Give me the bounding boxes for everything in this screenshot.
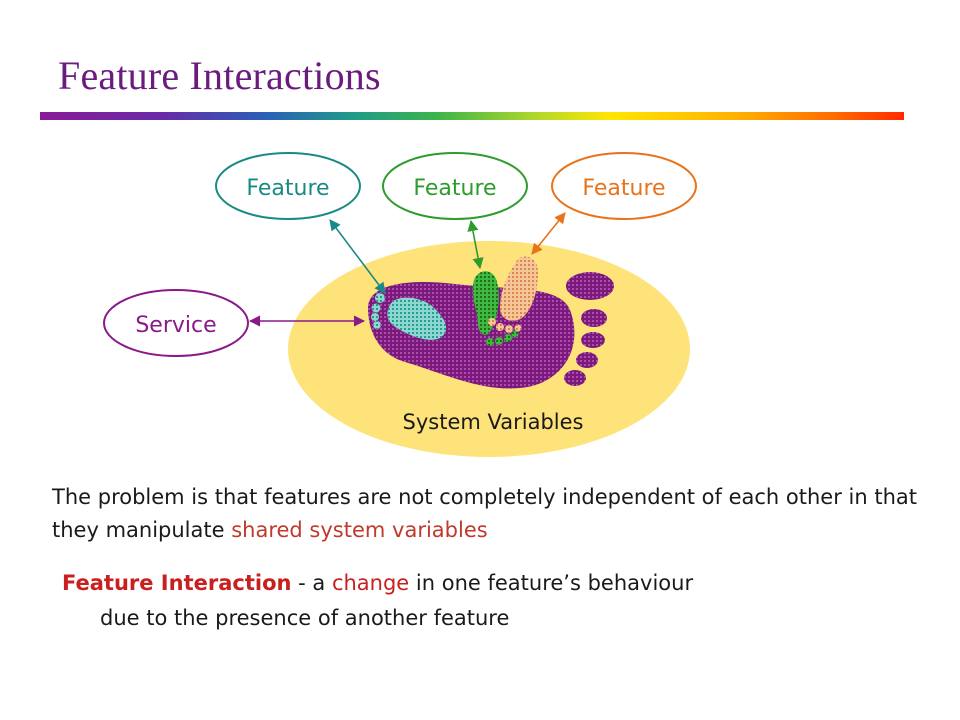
- arrow-feature2-to-footprint: [467, 219, 484, 270]
- system-variables-label: System Variables: [403, 410, 584, 434]
- arrow-feature1-to-service-footprint: [329, 219, 386, 294]
- problem-paragraph: The problem is that features are not com…: [52, 481, 932, 547]
- service-node: Service: [103, 289, 249, 357]
- definition-line1-rest: in one feature’s behaviour: [409, 571, 694, 595]
- definition-change-word: change: [331, 571, 410, 595]
- service-footprint-icon: [371, 293, 447, 340]
- feature-node-1: Feature: [215, 152, 361, 220]
- definition-term: Feature Interaction: [62, 571, 292, 595]
- shared-variables-highlight: shared system variables: [231, 518, 488, 542]
- service-label: Service: [135, 313, 216, 338]
- page-title: Feature Interactions: [58, 53, 381, 98]
- feature-three-footprint-icon: [488, 256, 538, 333]
- feature-label-1: Feature: [246, 176, 329, 201]
- feature-node-2: Feature: [382, 152, 528, 220]
- feature-label-3: Feature: [582, 176, 665, 201]
- feature-interaction-definition: Feature Interaction - a change in one fe…: [62, 566, 922, 636]
- definition-line2: due to the presence of another feature: [100, 606, 510, 630]
- feature-label-2: Feature: [413, 176, 496, 201]
- definition-dash: - a: [291, 571, 332, 595]
- title-rainbow-divider: [40, 112, 904, 120]
- feature-node-3: Feature: [551, 152, 697, 220]
- problem-text: The problem is that features are not com…: [52, 485, 917, 542]
- arrow-feature3-to-footprint: [531, 212, 566, 255]
